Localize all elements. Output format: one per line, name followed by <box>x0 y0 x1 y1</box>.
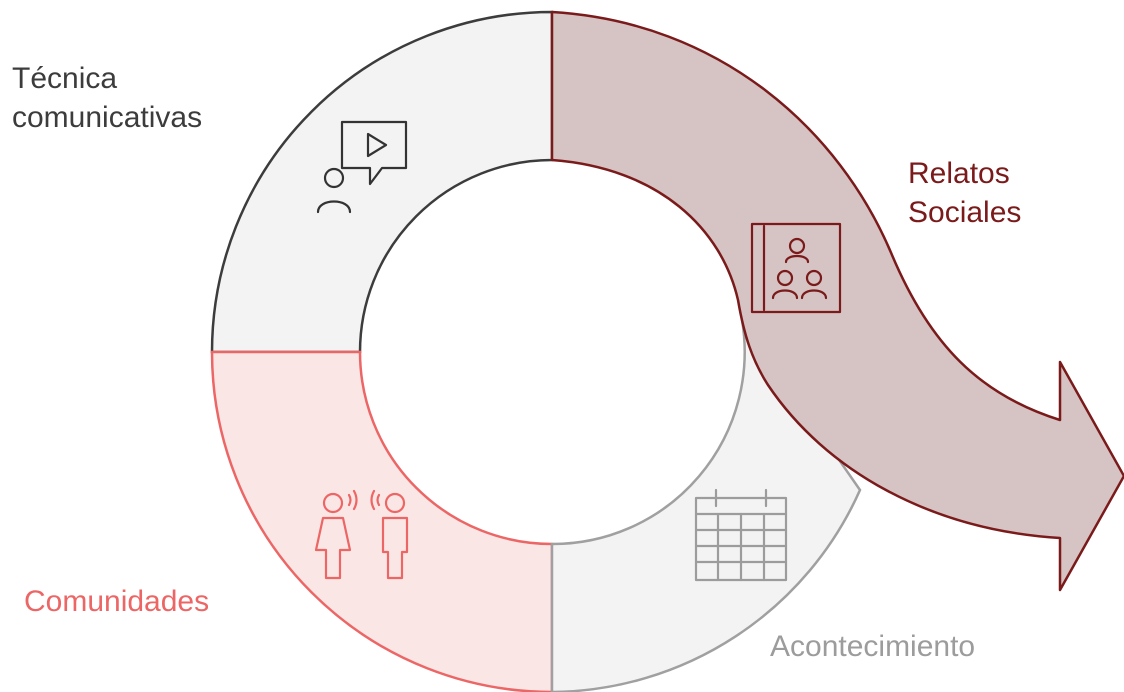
segment-relatos-arrow[interactable] <box>550 10 1124 592</box>
two-people-talking-icon <box>314 489 409 580</box>
label-acontecimiento: Acontecimiento <box>770 627 975 666</box>
calendar-icon <box>694 488 788 582</box>
label-line: Comunidades <box>24 585 210 618</box>
label-comunidades: Comunidades <box>24 582 209 621</box>
label-line: Acontecimiento <box>770 630 976 663</box>
segment-technique[interactable] <box>210 10 554 354</box>
presenter-video-icon <box>316 120 408 214</box>
label-line: comunicativas <box>12 101 203 134</box>
label-line: Relatos <box>908 157 1010 190</box>
label-relatos-sociales: Relatos Sociales <box>908 154 1021 232</box>
label-line: Técnica <box>12 62 118 95</box>
label-line: Sociales <box>908 196 1022 229</box>
label-tecnica-comunicativas: Técnica comunicativas <box>12 59 202 137</box>
group-portrait-icon <box>750 222 842 314</box>
